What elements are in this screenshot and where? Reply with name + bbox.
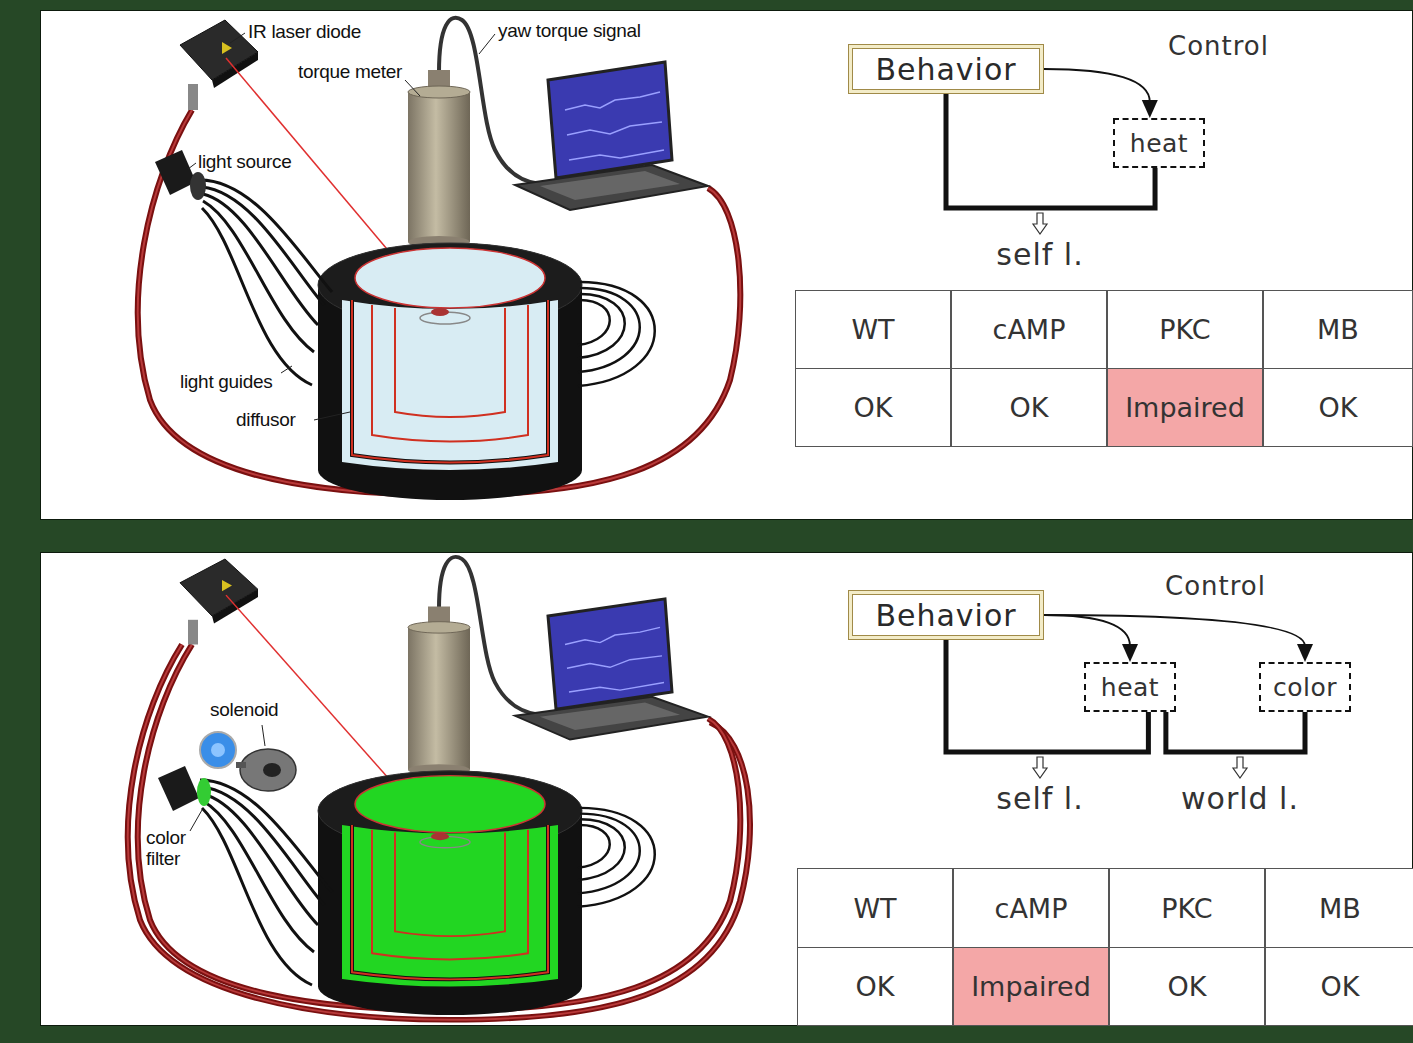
part-label: light source bbox=[198, 152, 292, 173]
bracket-connector bbox=[1166, 712, 1305, 778]
control-arrow bbox=[1044, 615, 1313, 662]
control-label: Control bbox=[1165, 572, 1266, 601]
behavior-box: Behavior bbox=[848, 44, 1044, 94]
part-label: IR laser diode bbox=[248, 22, 361, 43]
table-cell: OK bbox=[797, 947, 953, 1026]
control-arrow bbox=[1044, 69, 1158, 118]
learning-label: self l. bbox=[996, 238, 1083, 271]
table-cell: PKC bbox=[1109, 868, 1265, 948]
learning-label: world l. bbox=[1181, 782, 1299, 815]
table-cell: OK bbox=[795, 368, 951, 447]
part-label: yaw torque signal bbox=[498, 21, 641, 42]
table-cell: OK bbox=[1109, 947, 1265, 1026]
table-cell: WT bbox=[797, 868, 953, 948]
table-cell: OK bbox=[951, 368, 1107, 447]
leader-lines bbox=[188, 33, 495, 420]
arrow-head bbox=[1142, 100, 1158, 118]
node-text: Behavior bbox=[875, 52, 1016, 87]
hollow-arrow bbox=[1233, 757, 1247, 778]
control-label: Control bbox=[1168, 32, 1269, 61]
hollow-arrow bbox=[1033, 757, 1047, 778]
color-box: color bbox=[1259, 662, 1351, 712]
arrow-head bbox=[1122, 644, 1138, 662]
table-cell: OK bbox=[1265, 947, 1413, 1026]
top-apparatus bbox=[138, 18, 740, 500]
hollow-arrow bbox=[1033, 213, 1047, 234]
table-cell: Impaired bbox=[1107, 368, 1263, 447]
leader-lines bbox=[190, 725, 265, 831]
node-text: Behavior bbox=[875, 598, 1016, 633]
table-cell: PKC bbox=[1107, 290, 1263, 369]
node-text: heat bbox=[1130, 129, 1188, 158]
node-text: heat bbox=[1101, 673, 1159, 702]
table-cell: WT bbox=[795, 290, 951, 369]
heat-box: heat bbox=[1084, 662, 1176, 712]
part-label: light guides bbox=[180, 372, 273, 393]
table-cell: MB bbox=[1263, 290, 1413, 369]
control-arrow bbox=[1044, 615, 1138, 662]
node-text: color bbox=[1273, 673, 1337, 702]
part-label: solenoid bbox=[210, 700, 278, 721]
heat-box: heat bbox=[1113, 118, 1205, 168]
learning-label: self l. bbox=[996, 782, 1083, 815]
part-label: torque meter bbox=[298, 62, 402, 83]
table-cell: MB bbox=[1265, 868, 1413, 948]
table-cell: cAMP bbox=[953, 868, 1109, 948]
part-label: color filter bbox=[146, 828, 200, 870]
table-cell: OK bbox=[1263, 368, 1413, 447]
table-cell: cAMP bbox=[951, 290, 1107, 369]
arrow-head bbox=[1297, 644, 1313, 662]
part-label: diffusor bbox=[236, 410, 296, 431]
bottom-apparatus bbox=[128, 557, 750, 1020]
behavior-box: Behavior bbox=[848, 590, 1044, 640]
table-cell: Impaired bbox=[953, 947, 1109, 1026]
